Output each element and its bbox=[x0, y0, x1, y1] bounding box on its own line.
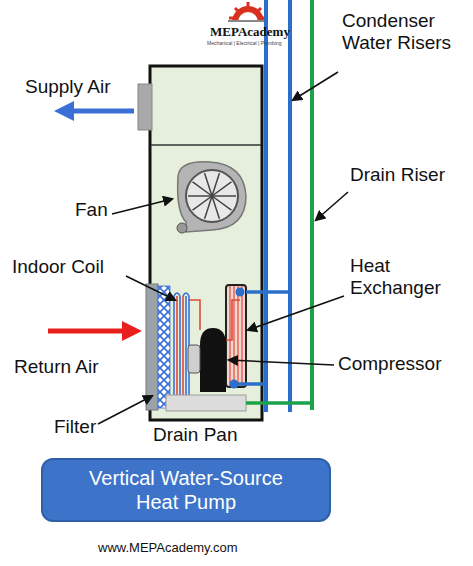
indoor-coil bbox=[174, 293, 200, 398]
part-label: Supply Air bbox=[25, 76, 111, 98]
part-label: Heat Exchanger bbox=[350, 255, 460, 300]
return-air-arrow bbox=[48, 329, 136, 334]
banner-text: Vertical Water-Source Heat Pump bbox=[71, 466, 301, 514]
pipe-connection bbox=[236, 288, 245, 297]
part-label: Drain Riser bbox=[350, 164, 445, 186]
website-url: www.MEPAcademy.com bbox=[98, 540, 238, 555]
part-label: Return Air bbox=[14, 356, 98, 378]
condenser-riser bbox=[264, 0, 268, 412]
drain-riser bbox=[310, 0, 314, 410]
supply-grille bbox=[138, 84, 152, 130]
heat-exchanger bbox=[226, 285, 246, 387]
part-label: Filter bbox=[54, 416, 96, 438]
drain-pipe bbox=[246, 401, 312, 405]
logo-name: MEPAcademy bbox=[210, 24, 290, 39]
supply-air-arrow bbox=[60, 109, 134, 114]
part-label: Indoor Coil bbox=[12, 256, 104, 278]
part-label: Condenser Water Risers bbox=[342, 10, 462, 55]
logo-tagline: Mechanical | Electrical | Plumbing bbox=[207, 41, 282, 47]
logo-gear bbox=[228, 2, 268, 22]
title-banner: Vertical Water-Source Heat Pump bbox=[41, 458, 331, 522]
unit-housing bbox=[150, 66, 262, 420]
leader-line bbox=[98, 72, 348, 424]
drain-pan bbox=[166, 395, 246, 411]
water-pipe bbox=[246, 290, 290, 294]
condenser-riser bbox=[288, 0, 292, 412]
part-label: Fan bbox=[75, 199, 108, 221]
water-pipe bbox=[234, 382, 266, 386]
fan bbox=[177, 162, 246, 233]
part-label: Compressor bbox=[338, 353, 441, 375]
compartment-divider bbox=[151, 144, 261, 146]
compressor bbox=[188, 300, 240, 392]
part-label: Drain Pan bbox=[153, 424, 238, 446]
filter-media bbox=[158, 286, 170, 408]
filter-frame bbox=[146, 284, 158, 410]
pipe-connection bbox=[230, 380, 239, 389]
